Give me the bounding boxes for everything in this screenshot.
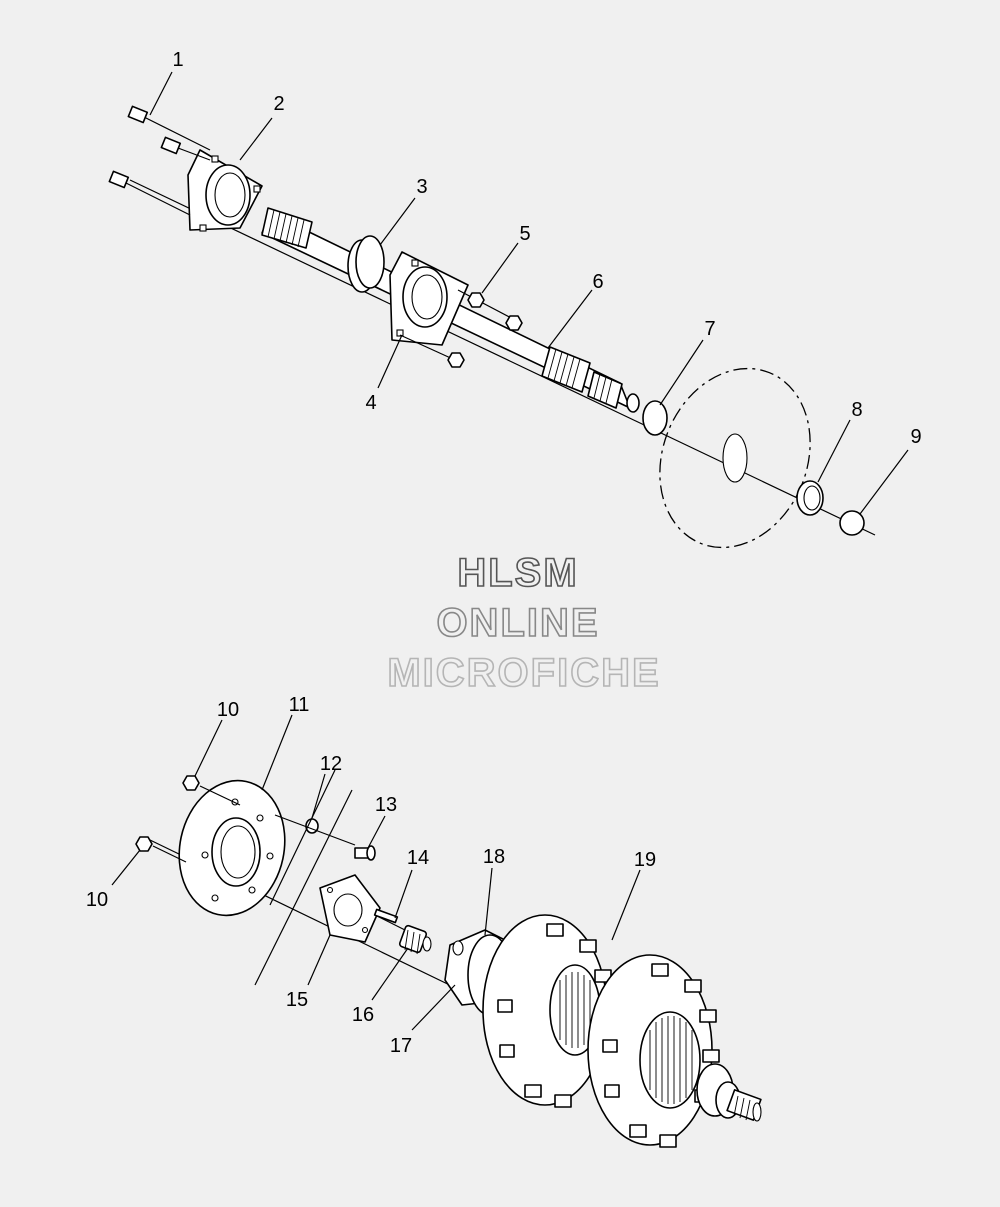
- phantom-line-b: [269, 769, 336, 906]
- callout-12: 12: [320, 753, 342, 775]
- right-spline: [541, 346, 623, 409]
- part-16-gear: [398, 924, 432, 955]
- callout-14: 14: [407, 847, 429, 869]
- part-13-pin: [354, 845, 376, 861]
- callout-8: 8: [851, 399, 862, 421]
- part-19-rotor: [482, 914, 762, 1148]
- callout-10-top: 10: [217, 699, 239, 721]
- shaft-centerline: [129, 179, 876, 536]
- callout-1: 1: [172, 49, 183, 71]
- upper-leader-lines: [149, 71, 909, 515]
- part-8-bushing: [796, 480, 824, 516]
- part-4-flange: [389, 251, 469, 346]
- callout-4: 4: [365, 392, 376, 414]
- callout-7: 7: [704, 318, 715, 340]
- part-14-bolt: [373, 908, 406, 931]
- phantom-line-a: [254, 789, 353, 986]
- callout-16: 16: [352, 1004, 374, 1026]
- callout-2: 2: [273, 93, 284, 115]
- phantom-sheave: [659, 367, 811, 549]
- callout-11: 11: [289, 694, 310, 716]
- callout-5: 5: [519, 223, 530, 245]
- watermark-line-1: HLSM: [457, 551, 578, 595]
- watermark-line-3: MICROFICHE: [387, 651, 660, 695]
- rotor-teeth-front: [602, 963, 720, 1148]
- callout-15: 15: [286, 989, 308, 1011]
- callout-19: 19: [634, 849, 656, 871]
- part-9-retaining-ring: [839, 510, 865, 536]
- callout-3: 3: [416, 176, 427, 198]
- part-2-flange: [187, 149, 263, 232]
- part-7-snap-ring: [642, 400, 668, 436]
- callout-10-bottom: 10: [86, 889, 108, 911]
- watermark-line-2: ONLINE: [436, 601, 599, 645]
- rotor-output-shaft: [696, 1063, 762, 1122]
- part-10-nuts: [135, 775, 241, 863]
- rotor-hub-2: [639, 1011, 701, 1109]
- callout-13: 13: [375, 794, 397, 816]
- part-3-collar: [347, 235, 385, 293]
- part-1-bolts: [108, 105, 211, 216]
- watermark: HLSM ONLINE MICROFICHE: [387, 550, 660, 696]
- part-11-housing-flange: [178, 779, 286, 917]
- callout-9: 9: [910, 426, 921, 448]
- lower-leader-lines: [111, 714, 641, 1031]
- callout-18: 18: [483, 846, 505, 868]
- callout-6: 6: [592, 271, 603, 293]
- left-spline: [261, 207, 313, 249]
- callout-17: 17: [390, 1035, 412, 1057]
- part-15-plate: [319, 874, 381, 943]
- part-5-nuts: [399, 289, 523, 368]
- callout-numbers: 1 2 3 4 5 6 7 8 9 10 11 12 13 10 14 15 1…: [86, 49, 922, 1057]
